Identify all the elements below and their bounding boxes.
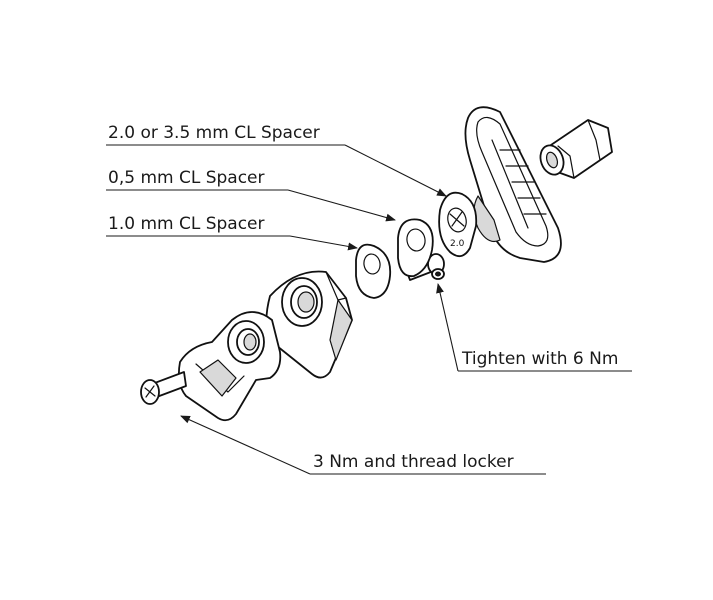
leader-arrow-spacer-1-0 xyxy=(289,235,358,251)
spacer-0-5 xyxy=(397,218,434,278)
leader-arrow-tighten xyxy=(436,283,459,372)
spacer-2-0: 2.0 xyxy=(438,191,478,258)
front-clamp-body xyxy=(177,311,282,422)
spacer-1-0 xyxy=(355,243,392,299)
clamp-plate xyxy=(464,106,562,263)
leader-arrow-spacer-2-0 xyxy=(344,144,447,197)
front-screw xyxy=(140,371,187,405)
label-thread-locker: 3 Nm and thread locker xyxy=(313,452,514,472)
leader-arrow-thread-locker xyxy=(180,415,311,475)
label-spacer-1-0: 1.0 mm CL Spacer xyxy=(108,214,265,234)
leader-arrow-spacer-0-5 xyxy=(287,189,396,222)
label-tighten: Tighten with 6 Nm xyxy=(461,349,618,369)
label-spacer-0-5: 0,5 mm CL Spacer xyxy=(108,168,265,188)
label-spacer-2-0-or-3-5: 2.0 or 3.5 mm CL Spacer xyxy=(108,123,320,143)
spacer-thickness-marking: 2.0 xyxy=(450,239,465,249)
barrel-nut xyxy=(539,119,613,179)
rear-mount xyxy=(265,270,353,379)
